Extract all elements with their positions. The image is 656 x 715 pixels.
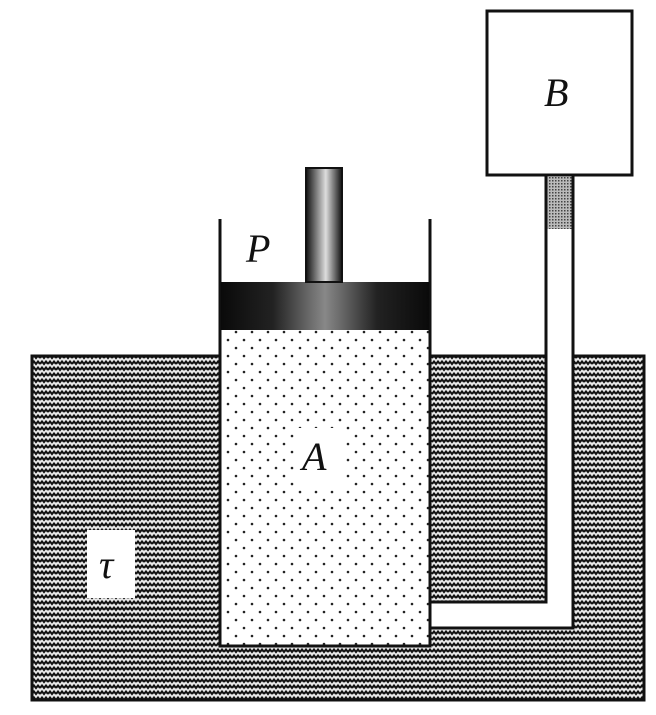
gas-chamber: [220, 330, 430, 646]
gas-label-bg: [294, 428, 346, 486]
reservoir-box: [485, 9, 634, 177]
tube-fluid-column: [547, 177, 572, 229]
cylinder-walls: [218, 219, 432, 648]
piston-rod: [305, 167, 343, 283]
label-b: B: [544, 70, 568, 115]
label-p: P: [245, 226, 270, 271]
connecting-tube: [430, 176, 575, 630]
bath-label-bg: [87, 530, 135, 598]
label-a: A: [299, 434, 327, 479]
piston: [221, 282, 429, 330]
label-tau: τ: [99, 542, 115, 587]
